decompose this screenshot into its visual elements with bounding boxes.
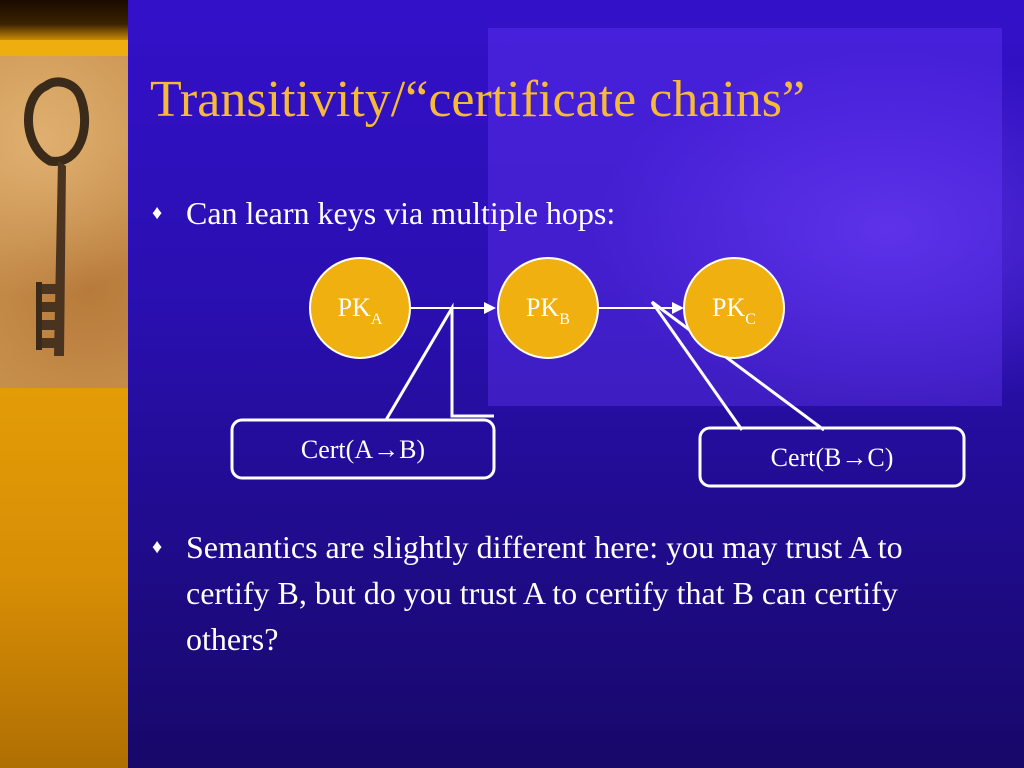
node-pk-c: PKC xyxy=(683,257,785,359)
node-label-sub: C xyxy=(745,311,756,328)
arrowhead-a-to-b xyxy=(484,302,496,314)
bullet-text: Semantics are slightly different here: y… xyxy=(186,529,903,657)
bullet-text: Can learn keys via multiple hops: xyxy=(186,195,616,231)
cert-box-b-c: Cert(B→C) xyxy=(698,426,966,488)
bullet-item: ♦ Can learn keys via multiple hops: xyxy=(152,190,615,236)
arrowhead-b-to-c xyxy=(672,302,684,314)
node-label-main: PK xyxy=(712,293,745,322)
old-key-icon xyxy=(24,77,90,356)
svg-text:PKC: PKC xyxy=(712,293,756,328)
sidebar-dark-band xyxy=(0,0,128,40)
callout-cert-a-b xyxy=(384,302,494,421)
key-photo xyxy=(0,56,128,388)
node-label-main: PK xyxy=(338,293,371,322)
callout-cert-b-c xyxy=(650,300,825,432)
svg-text:PKA: PKA xyxy=(338,293,383,328)
cert-label-a-b: Cert(A→B) xyxy=(301,435,425,464)
cert-box-a-b: Cert(A→B) xyxy=(230,418,496,480)
slide-title: Transitivity/“certificate chains” xyxy=(150,71,806,128)
node-label-main: PK xyxy=(526,293,559,322)
node-label-sub: B xyxy=(559,311,570,328)
node-pk-b: PKB xyxy=(497,257,599,359)
svg-text:PKB: PKB xyxy=(526,293,570,328)
slide-background xyxy=(128,0,1024,768)
node-label-sub: A xyxy=(371,311,383,328)
cert-label-b-c: Cert(B→C) xyxy=(771,443,894,472)
bullet-item: ♦ Semantics are slightly different here:… xyxy=(152,524,972,662)
node-pk-a: PKA xyxy=(309,257,411,359)
diamond-bullet-icon: ♦ xyxy=(152,202,163,224)
diamond-bullet-icon: ♦ xyxy=(152,536,163,558)
